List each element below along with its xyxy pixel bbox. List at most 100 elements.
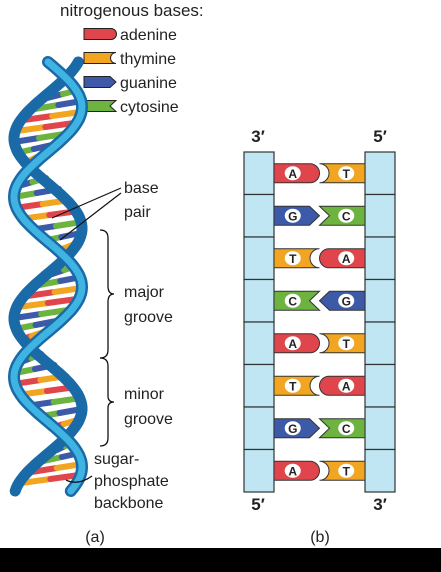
left-backbone-segment: [243, 321, 275, 366]
base-letter-badge: [338, 378, 355, 393]
base-letter-left: G: [288, 209, 297, 223]
major-groove-label-line1: major: [124, 284, 165, 301]
right-backbone-segment: [364, 278, 396, 323]
base-letter-right: T: [343, 167, 351, 181]
base-letter-left: A: [288, 337, 297, 351]
base-letter-badge: [284, 463, 301, 478]
base-letter-badge: [338, 293, 355, 308]
helix-base-thymine: [18, 476, 54, 486]
left-backbone-segment: [243, 151, 275, 196]
base-letter-left: G: [288, 422, 297, 436]
thymine-swatch-icon: [83, 52, 117, 64]
panel-a-caption: (a): [85, 529, 105, 546]
guanine-swatch-icon: [83, 76, 117, 88]
adenine-swatch-icon: [83, 28, 117, 40]
legend-label-adenine: adenine: [120, 27, 177, 44]
backbone-pointer: [65, 475, 93, 483]
helix-base-thymine: [15, 300, 51, 310]
helix-base-adenine: [20, 113, 56, 123]
base-letter-badge: [284, 421, 301, 436]
base-pair-label-line1: base: [124, 180, 159, 197]
panel-a-helix: [7, 56, 89, 497]
left-backbone-segment: [243, 406, 275, 451]
backbone-label-line1: sugar-: [94, 451, 139, 468]
base-letter-left: C: [288, 294, 297, 308]
right-backbone-segment: [364, 406, 396, 451]
right-backbone-segment: [364, 236, 396, 281]
base-letter-badge: [338, 336, 355, 351]
legend-item-guanine: guanine: [83, 75, 177, 92]
dna-structure-figure: nitrogenous bases: adenine thymine guanine…: [7, 1, 396, 546]
minor-groove-bracket: [99, 357, 115, 447]
backbone-label-line2: phosphate: [94, 473, 169, 490]
legend-item-cytosine: cytosine: [83, 99, 179, 116]
top-right-end-label: 5′: [373, 127, 387, 146]
legend-label-guanine: guanine: [120, 75, 177, 92]
legend-label-thymine: thymine: [120, 51, 176, 68]
major-groove-label-line2: groove: [124, 309, 173, 326]
base-letter-badge: [338, 166, 355, 181]
major-groove-bracket: [99, 229, 115, 359]
left-backbone-segment: [243, 236, 275, 281]
legend-item-thymine: thymine: [83, 51, 176, 68]
right-backbone-segment: [364, 151, 396, 196]
base-letter-right: T: [343, 337, 351, 351]
base-letter-badge: [284, 166, 301, 181]
base-pair-label-line2: pair: [124, 204, 151, 221]
left-backbone-segment: [243, 278, 275, 323]
backbone-strand-back: [8, 56, 88, 497]
right-backbone-segment: [364, 363, 396, 408]
base-letter-badge: [338, 208, 355, 223]
base-letter-left: A: [288, 464, 297, 478]
base-letter-right: G: [342, 294, 351, 308]
right-backbone-segment: [364, 193, 396, 238]
base-letter-right: A: [342, 379, 351, 393]
helix-base-adenine: [24, 289, 58, 299]
minor-groove-label-line1: minor: [124, 386, 165, 403]
base-letter-right: T: [343, 464, 351, 478]
panel-a-annotations: base pair major groove minor groove suga…: [51, 180, 173, 546]
left-backbone-segment: [243, 193, 275, 238]
base-pair-pointer-1: [51, 187, 122, 219]
minor-groove-label-line2: groove: [124, 411, 173, 428]
base-letter-right: C: [342, 422, 351, 436]
base-letter-left: T: [289, 379, 297, 393]
top-left-end-label: 3′: [251, 127, 265, 146]
base-letter-right: A: [342, 252, 351, 266]
left-backbone-segment: [243, 448, 275, 493]
right-backbone-segment: [364, 321, 396, 366]
base-letter-badge: [284, 251, 301, 266]
bottom-right-end-label: 3′: [373, 495, 387, 514]
panel-b-caption: (b): [310, 529, 330, 546]
legend-title: nitrogenous bases:: [60, 1, 204, 20]
left-backbone-segment: [243, 363, 275, 408]
right-backbone-segment: [364, 448, 396, 493]
base-letter-right: C: [342, 209, 351, 223]
base-letter-left: A: [288, 167, 297, 181]
helix-base-thymine: [13, 124, 49, 134]
base-letter-left: T: [289, 252, 297, 266]
legend: nitrogenous bases: adenine thymine guanine…: [60, 1, 204, 116]
cytosine-swatch-icon: [83, 100, 118, 112]
legend-label-cytosine: cytosine: [120, 99, 179, 116]
base-letter-badge: [338, 421, 355, 436]
base-letter-badge: [338, 251, 355, 266]
base-letter-badge: [338, 463, 355, 478]
base-letter-badge: [284, 208, 301, 223]
base-letter-badge: [284, 293, 301, 308]
base-pair-pointer-2: [59, 192, 122, 241]
backbone-strand-highlight: [10, 58, 86, 495]
bottom-bar: [0, 548, 441, 572]
legend-item-adenine: adenine: [83, 27, 177, 44]
bottom-left-end-label: 5′: [251, 495, 265, 514]
base-letter-badge: [284, 378, 301, 393]
backbone-label-line3: backbone: [94, 495, 163, 512]
